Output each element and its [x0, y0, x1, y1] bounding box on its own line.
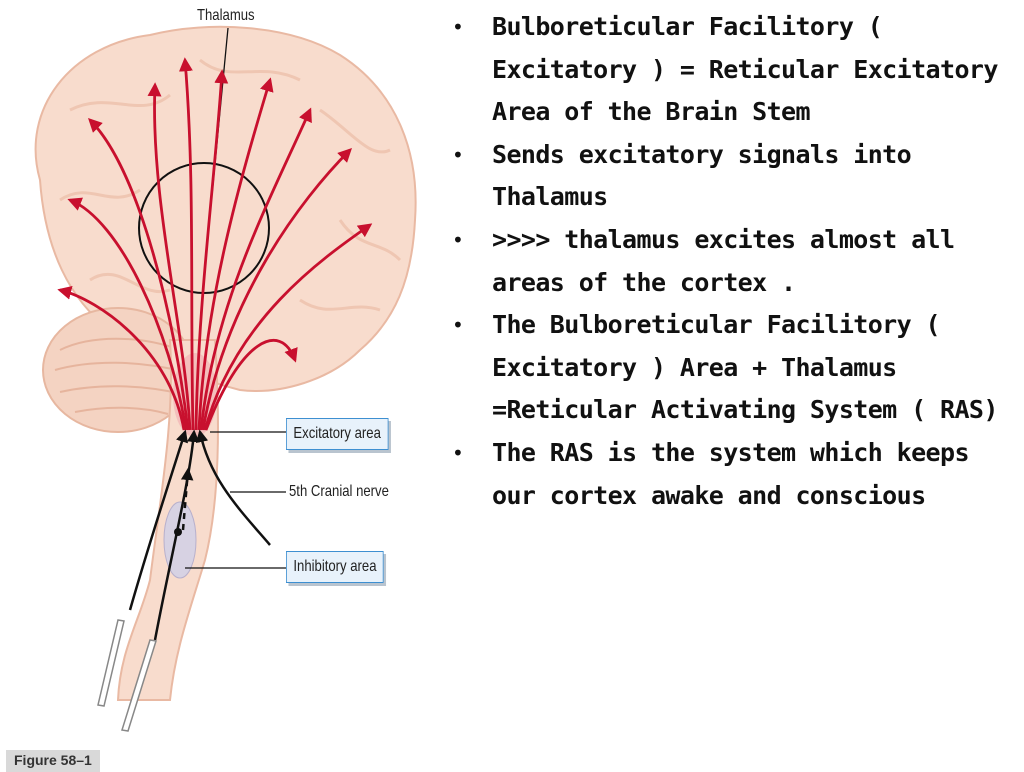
bullet-marker: • [452, 440, 464, 465]
bullet-text: Bulboreticular Facilitory ( Excitatory )… [492, 12, 998, 127]
bullet-item: • >>>> thalamus excites almost all areas … [452, 219, 1020, 304]
bullet-item: • The RAS is the system which keeps our c… [452, 432, 1020, 517]
bullet-text: The Bulboreticular Facilitory ( Excitato… [492, 310, 998, 425]
bullet-text: Sends excitatory signals into Thalamus [492, 139, 912, 212]
bullet-item: • Bulboreticular Facilitory ( Excitatory … [452, 6, 1020, 134]
bullet-marker: • [452, 313, 464, 338]
bullet-item: • The Bulboreticular Facilitory ( Excitat… [452, 304, 1020, 432]
bullet-text: The RAS is the system which keeps our co… [492, 437, 970, 510]
inhibitory-area-label: Inhibitory area [286, 551, 384, 583]
bullet-list: • Bulboreticular Facilitory ( Excitatory … [452, 6, 1020, 517]
brain-diagram: Thalamus Excitatory area 5th Cranial ner… [0, 0, 430, 772]
thalamus-label: Thalamus [197, 7, 255, 24]
brain-illustration [34, 25, 417, 732]
bullet-item: • Sends excitatory signals into Thalamus [452, 134, 1020, 219]
bullet-marker: • [452, 15, 464, 39]
bullet-marker: • [452, 227, 464, 252]
bullet-text: >>>> thalamus excites almost all areas o… [492, 224, 955, 297]
figure-caption-tag: Figure 58–1 [6, 750, 100, 772]
bullet-marker: • [452, 142, 464, 167]
cranial-nerve-label: 5th Cranial nerve [289, 483, 389, 500]
excitatory-area-label: Excitatory area [286, 418, 389, 450]
